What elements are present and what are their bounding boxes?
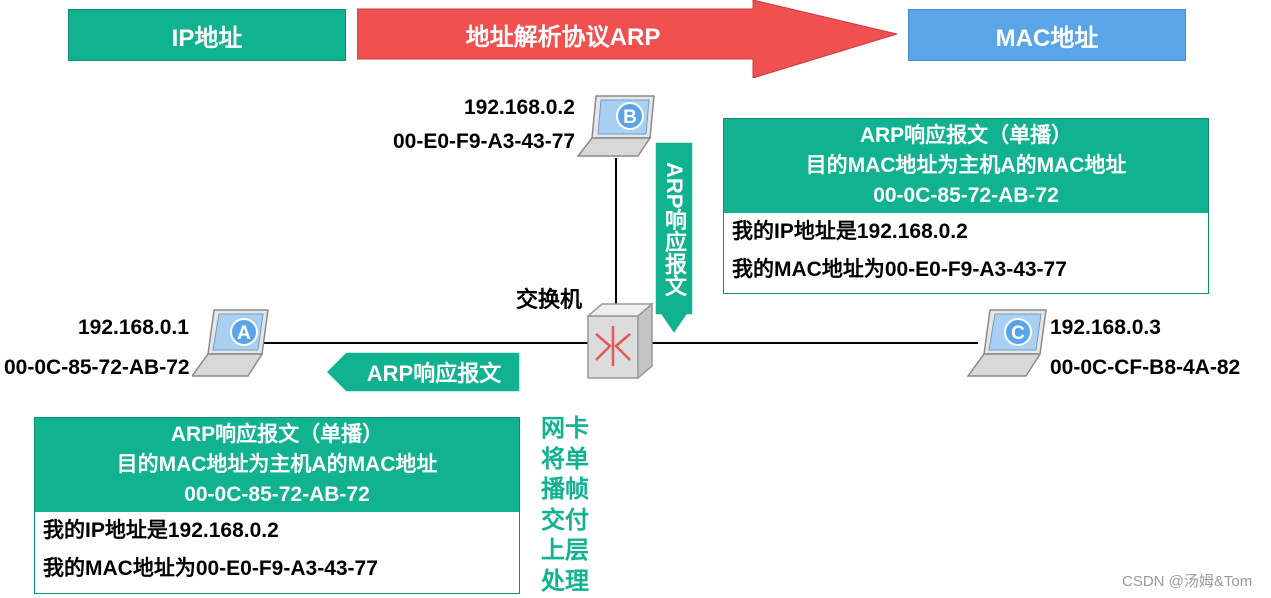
packet-left-dest: 目的MAC地址为主机A的MAC地址 xyxy=(116,453,438,476)
host-c-mac: 00-0C-CF-B8-4A-82 xyxy=(1050,356,1241,379)
host-a-ip: 192.168.0.1 xyxy=(78,316,189,339)
link-a-switch xyxy=(262,342,592,344)
ip-address-label: IP地址 xyxy=(171,24,243,52)
mac-address-banner: MAC地址 xyxy=(908,9,1186,61)
packet-left-line1: 我的IP地址是192.168.0.2 xyxy=(43,519,279,542)
ip-address-banner: IP地址 xyxy=(68,9,346,61)
link-switch-c xyxy=(650,342,978,344)
csdn-watermark: CSDN @汤姆&Tom xyxy=(1122,573,1253,590)
switch-label: 交换机 xyxy=(516,287,583,312)
packet-left-header: ARP响应报文（单播） 目的MAC地址为主机A的MAC地址 00-0C-85-7… xyxy=(35,418,519,512)
host-b-ip: 192.168.0.2 xyxy=(464,96,575,119)
host-b-mac: 00-E0-F9-A3-43-77 xyxy=(393,130,576,153)
packet-left-body: 我的IP地址是192.168.0.2 我的MAC地址为00-E0-F9-A3-4… xyxy=(35,512,519,588)
link-b-switch xyxy=(615,158,617,308)
vertical-arp-arrow xyxy=(654,141,694,336)
host-c-laptop-icon: C xyxy=(966,309,1047,377)
network-switch-icon xyxy=(586,302,654,380)
host-a-laptop-icon: A xyxy=(192,309,269,377)
packet-right-dest-mac: 00-0C-85-72-AB-72 xyxy=(873,184,1059,207)
packet-right-body: 我的IP地址是192.168.0.2 我的MAC地址为00-E0-F9-A3-4… xyxy=(724,213,1208,289)
arp-protocol-label: 地址解析协议ARP xyxy=(465,23,661,51)
leftward-arrow-label: ARP响应报文 xyxy=(366,361,502,386)
nic-delivery-note: 网卡 将单 播帧 交付 上层 处理 xyxy=(541,415,589,595)
arp-protocol-arrow xyxy=(357,0,897,78)
host-a-mac: 00-0C-85-72-AB-72 xyxy=(4,356,190,379)
arp-reply-packet-left: ARP响应报文（单播） 目的MAC地址为主机A的MAC地址 00-0C-85-7… xyxy=(34,417,520,594)
vertical-arrow-label: ARP响应报文 xyxy=(662,162,687,297)
packet-right-header: ARP响应报文（单播） 目的MAC地址为主机A的MAC地址 00-0C-85-7… xyxy=(724,119,1208,213)
packet-left-title: ARP响应报文（单播） xyxy=(170,423,384,446)
host-c-ip: 192.168.0.3 xyxy=(1050,316,1161,339)
packet-left-line2: 我的MAC地址为00-E0-F9-A3-43-77 xyxy=(43,557,378,580)
packet-left-dest-mac: 00-0C-85-72-AB-72 xyxy=(184,483,370,506)
host-b-laptop-icon: B xyxy=(576,95,655,157)
packet-right-title: ARP响应报文（单播） xyxy=(859,124,1073,147)
arp-reply-packet-right: ARP响应报文（单播） 目的MAC地址为主机A的MAC地址 00-0C-85-7… xyxy=(723,118,1209,294)
packet-right-dest: 目的MAC地址为主机A的MAC地址 xyxy=(805,154,1127,177)
mac-address-label: MAC地址 xyxy=(995,24,1099,52)
packet-right-line2: 我的MAC地址为00-E0-F9-A3-43-77 xyxy=(732,258,1067,281)
host-b-letter: B xyxy=(623,107,637,128)
host-a-letter: A xyxy=(237,323,251,344)
leftward-arp-arrow xyxy=(324,351,521,393)
packet-right-line1: 我的IP地址是192.168.0.2 xyxy=(732,220,968,243)
host-c-letter: C xyxy=(1011,323,1025,344)
